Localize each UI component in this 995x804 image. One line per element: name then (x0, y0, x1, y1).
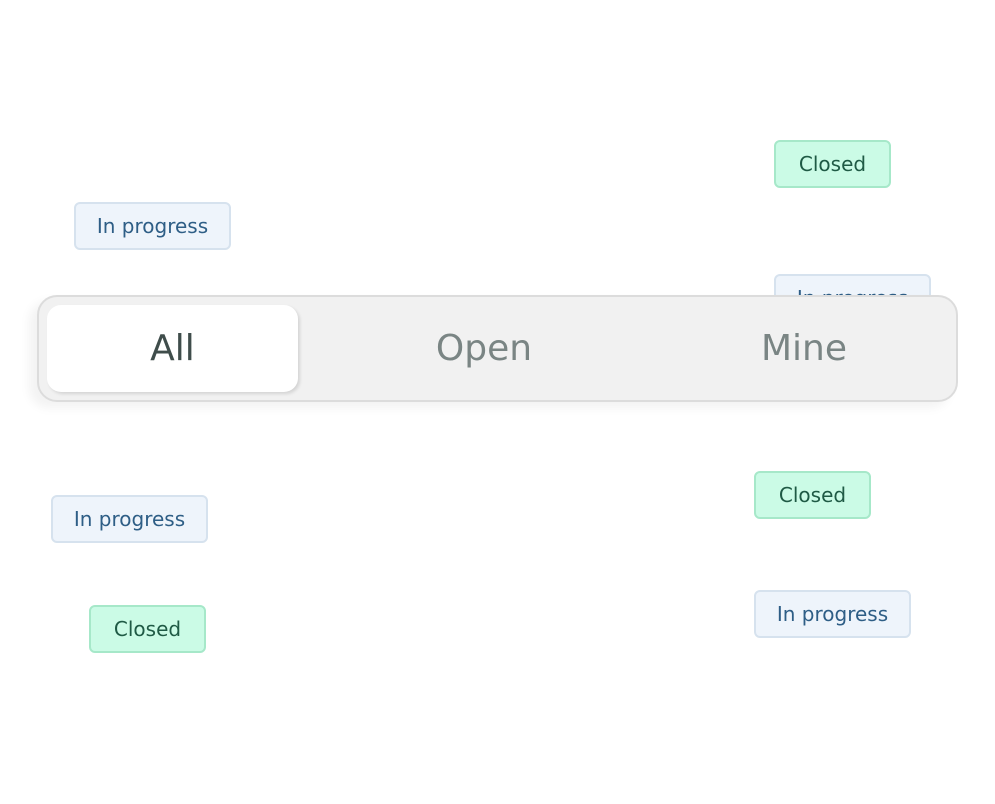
filter-tab-all[interactable]: All (47, 305, 298, 392)
status-badge-in-progress: In progress (74, 202, 231, 250)
filter-tab-mine[interactable]: Mine (760, 328, 848, 369)
status-badge-closed: Closed (754, 471, 871, 519)
status-badge-closed: Closed (774, 140, 891, 188)
status-badge-closed: Closed (89, 605, 206, 653)
filter-tab-open[interactable]: Open (435, 328, 533, 369)
filter-segmented-control: All Open Mine (37, 295, 958, 402)
status-badge-in-progress: In progress (51, 495, 208, 543)
status-badge-in-progress: In progress (754, 590, 911, 638)
